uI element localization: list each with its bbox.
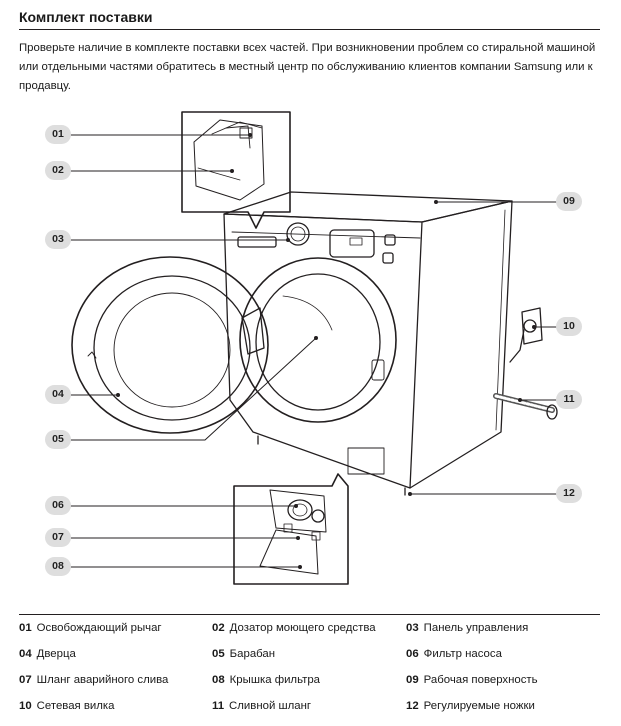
- leader-lines: [70, 134, 559, 568]
- legend-label: Шланг аварийного слива: [36, 674, 169, 686]
- legend-number: 07: [19, 674, 32, 686]
- legend-number: 05: [212, 648, 225, 660]
- filter-inset: [233, 473, 349, 585]
- washing-machine-diagram: 01 02 03 04 05 06 07 08 09 10 11 12: [45, 111, 582, 585]
- callout-10: 10: [556, 317, 582, 336]
- power-plug: [509, 307, 543, 363]
- legend-label: Сливной шланг: [229, 700, 312, 712]
- legend-label: Барабан: [229, 648, 276, 660]
- legend-label: Освобождающий рычаг: [36, 622, 162, 634]
- callout-12: 12: [556, 484, 582, 503]
- legend-label: Дозатор моющего средства: [229, 622, 376, 634]
- detergent-inset: [181, 111, 291, 229]
- legend-item: 04 Дверца: [19, 648, 76, 660]
- legend-number: 09: [406, 674, 419, 686]
- legend-item: 05 Барабан: [212, 648, 275, 660]
- callout-11: 11: [556, 390, 582, 409]
- legend-number: 04: [19, 648, 32, 660]
- drain-hose: [493, 393, 558, 420]
- filter-door: [347, 447, 385, 475]
- title-rule: [19, 29, 600, 30]
- legend-item: 12 Регулируемые ножки: [406, 700, 535, 712]
- legend-number: 08: [212, 674, 225, 686]
- machine-side: [409, 200, 513, 489]
- legend-number: 11: [212, 700, 225, 712]
- intro-text: Проверьте наличие в комплекте поставки в…: [19, 42, 596, 92]
- legend-item: 02 Дозатор моющего средства: [212, 622, 376, 634]
- callout-08: 08: [45, 557, 71, 576]
- legend-label: Крышка фильтра: [229, 674, 321, 686]
- legend-number: 03: [406, 622, 419, 634]
- legend-number: 02: [212, 622, 225, 634]
- legend-item: 03 Панель управления: [406, 622, 528, 634]
- callout-01: 01: [45, 125, 71, 144]
- callout-07: 07: [45, 528, 71, 547]
- machine-front: [223, 213, 423, 489]
- control-panel-area: [231, 231, 421, 239]
- callout-04: 04: [45, 385, 71, 404]
- door: [71, 256, 269, 434]
- legend-item: 01 Освобождающий рычаг: [19, 622, 162, 634]
- legend-label: Регулируемые ножки: [423, 700, 535, 712]
- panel-slot: [237, 236, 277, 248]
- callout-05: 05: [45, 430, 71, 449]
- page-title: Комплект поставки: [19, 9, 153, 25]
- callout-09: 09: [556, 192, 582, 211]
- door-hinge: [241, 307, 265, 355]
- machine-top: [223, 191, 513, 223]
- legend-number: 10: [19, 700, 32, 712]
- legend-label: Панель управления: [423, 622, 529, 634]
- callout-03: 03: [45, 230, 71, 249]
- legend-item: 06 Фильтр насоса: [406, 648, 502, 660]
- legend-label: Фильтр насоса: [423, 648, 502, 660]
- legend-item: 10 Сетевая вилка: [19, 700, 115, 712]
- legend-label: Сетевая вилка: [36, 700, 115, 712]
- drum-ring: [239, 257, 397, 423]
- legend-item: 08 Крышка фильтра: [212, 674, 320, 686]
- legend-rule: [19, 614, 600, 615]
- legend-item: 09 Рабочая поверхность: [406, 674, 538, 686]
- legend-label: Рабочая поверхность: [423, 674, 538, 686]
- legend-label: Дверца: [36, 648, 76, 660]
- callout-06: 06: [45, 496, 71, 515]
- legend-number: 01: [19, 622, 32, 634]
- legend-item: 11 Сливной шланг: [212, 700, 311, 712]
- callout-02: 02: [45, 161, 71, 180]
- legend-item: 07 Шланг аварийного слива: [19, 674, 168, 686]
- display-window: [329, 229, 375, 258]
- washing-machine-illustration: [70, 111, 559, 585]
- program-knob: [286, 222, 310, 246]
- legend-number: 06: [406, 648, 419, 660]
- legend-number: 12: [406, 700, 419, 712]
